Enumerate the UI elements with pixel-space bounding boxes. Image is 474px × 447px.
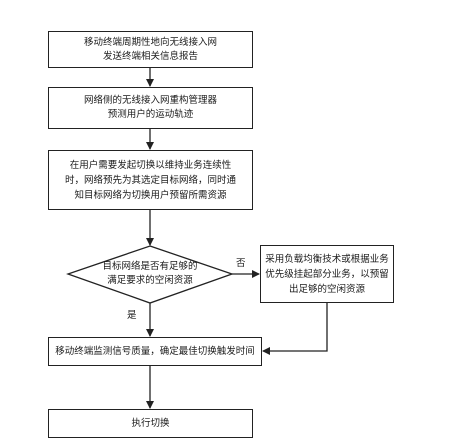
step-monitor-box: 移动终端监测信号质量，确定最佳切换触发时间	[48, 337, 262, 366]
step-execute-box: 执行切换	[48, 409, 253, 438]
arrow-side-step4	[262, 303, 328, 355]
step-predict-box: 网络侧的无线接入网重构管理器 预测用户的运动轨迹	[48, 87, 253, 129]
side-action-box: 采用负载均衡技术或根据业务 优先级挂起部分业务，以预留 出足够的空闲资源	[260, 245, 394, 303]
decision-text: 目标网络是否有足够的 满足要求的空闲资源	[102, 261, 198, 286]
yes-label: 是	[127, 310, 137, 321]
step-preselect-box: 在用户需要发起切换以维持业务连续性 时，网络预先为其选定目标网络，同时通 知目标…	[48, 150, 253, 210]
no-label: 否	[236, 258, 246, 269]
step-report-box: 移动终端周期性地向无线接入网 发送终端相关信息报告	[48, 31, 253, 68]
